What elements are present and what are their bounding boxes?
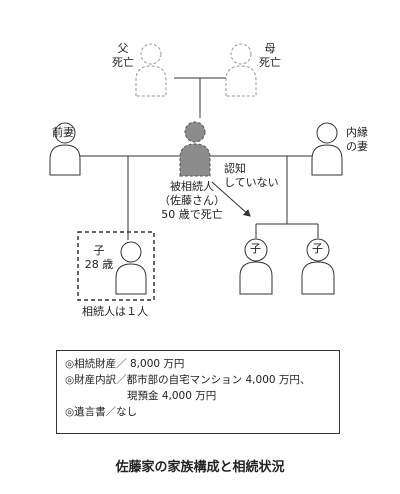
mother-figure xyxy=(225,43,257,97)
mother-label: 母 死亡 xyxy=(258,42,282,70)
recognition-label: 認知 していない xyxy=(220,162,279,190)
child-heir-age: 28 歳 xyxy=(84,258,114,271)
common-law-wife-figure xyxy=(311,122,343,176)
child-b-label: 子 xyxy=(312,242,323,255)
child-b-figure xyxy=(301,238,335,295)
deceased-title: 被相続人 xyxy=(170,180,214,193)
heir-count-label: 相続人は１人 xyxy=(82,305,148,318)
inheritance-info-box: ◎相続財産／ 8,000 万円 ◎財産内訳／都市部の自宅マンション 4,000 … xyxy=(56,350,340,434)
mother-status: 死亡 xyxy=(259,56,281,69)
info-asset-breakdown-cont: 現預金 4,000 万円 xyxy=(127,390,217,402)
common-law-wife-line2: の妻 xyxy=(346,140,368,153)
recognition-line2: していない xyxy=(224,176,279,189)
ex-wife-figure xyxy=(49,122,81,176)
recognition-arrow xyxy=(211,181,251,217)
heir-highlight-box xyxy=(77,231,155,301)
deceased-name: （佐藤さん） xyxy=(159,194,225,207)
info-will: ◎遺言書／なし xyxy=(65,406,138,418)
deceased-label: 被相続人 （佐藤さん） 50 歳で死亡 xyxy=(150,180,234,222)
child-a-figure xyxy=(239,238,273,295)
figure-caption: 佐藤家の家族構成と相続状況 xyxy=(115,460,285,475)
info-inheritance-assets: ◎相続財産／ 8,000 万円 xyxy=(65,358,185,370)
mother-relation: 母 xyxy=(264,42,276,55)
ex-wife-label: 前妻 xyxy=(52,126,74,139)
father-relation: 父 xyxy=(117,42,129,55)
father-figure xyxy=(135,43,167,97)
common-law-wife-line1: 内縁 xyxy=(346,126,368,139)
father-status: 死亡 xyxy=(112,56,134,69)
family-tree-diagram xyxy=(49,43,343,301)
recognition-line1: 認知 xyxy=(224,162,246,175)
child-heir-label: 子 28 歳 xyxy=(84,244,114,272)
child-heir-figure xyxy=(115,241,147,295)
father-label: 父 死亡 xyxy=(111,42,135,70)
common-law-wife-label: 内縁 の妻 xyxy=(346,126,368,154)
child-a-label: 子 xyxy=(250,242,261,255)
deceased-figure xyxy=(179,121,211,177)
child-heir-relation: 子 xyxy=(93,244,105,257)
info-asset-breakdown: ◎財産内訳／都市部の自宅マンション 4,000 万円、 xyxy=(65,374,311,386)
deceased-age: 50 歳で死亡 xyxy=(161,208,223,221)
